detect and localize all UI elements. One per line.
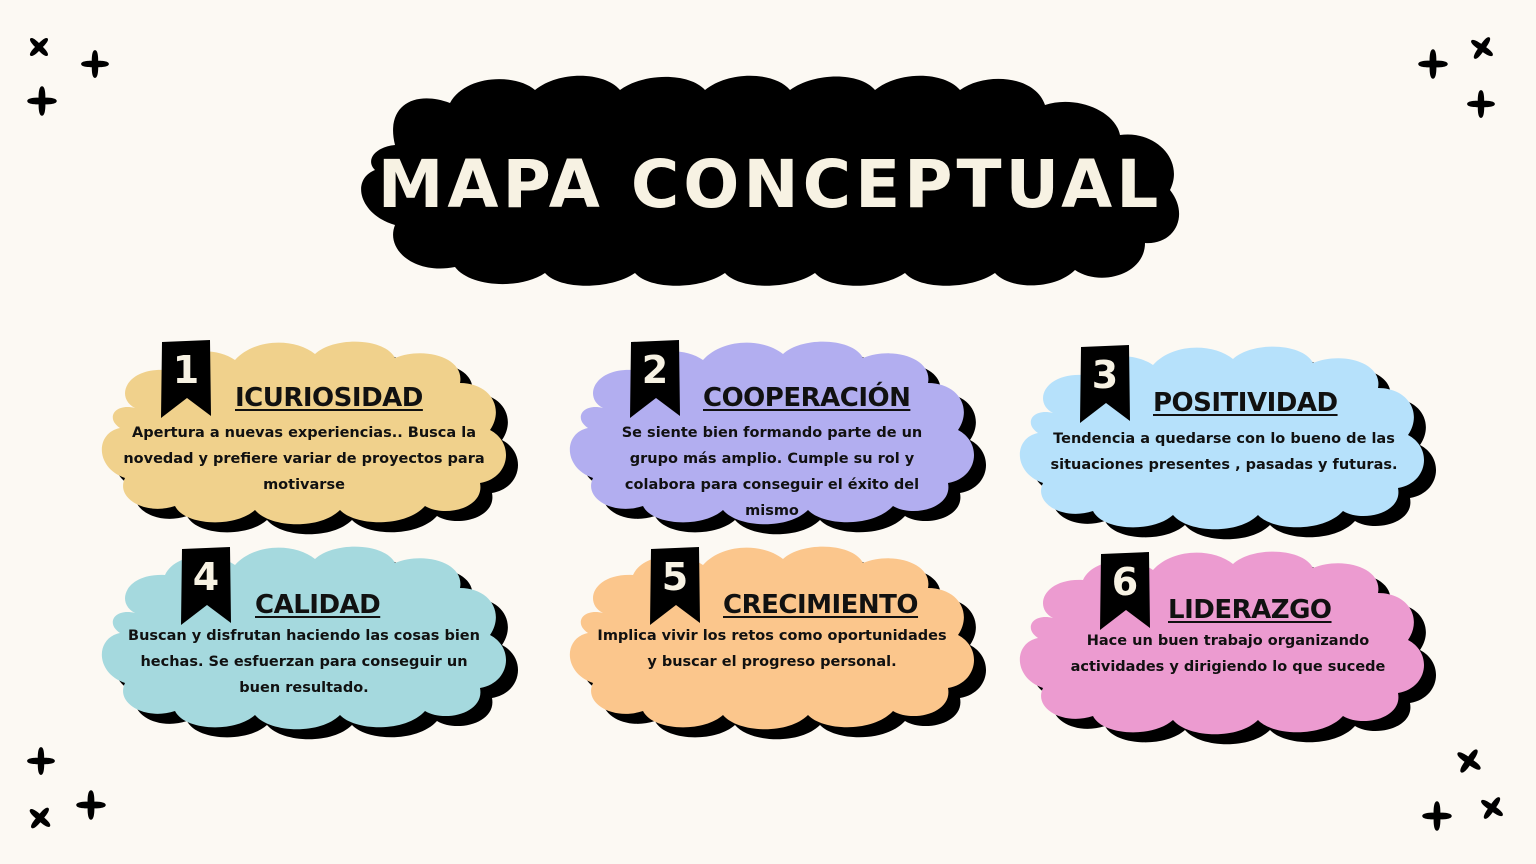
number-badge: 2	[628, 340, 682, 418]
concept-title: POSITIVIDAD	[1153, 388, 1338, 418]
sparkle-icon	[19, 27, 59, 67]
concept-title: CRECIMIENTO	[723, 590, 919, 620]
concept-card-1: 1 ICURIOSIDAD Apertura a nuevas experien…	[95, 338, 525, 535]
concept-title: ICURIOSIDAD	[235, 383, 423, 413]
concept-title: CALIDAD	[255, 590, 381, 620]
badge-number: 5	[661, 555, 689, 599]
number-badge: 5	[648, 547, 702, 625]
number-badge: 6	[1098, 552, 1152, 630]
title-banner: MAPA CONCEPTUAL	[355, 75, 1185, 290]
number-badge: 1	[159, 340, 213, 418]
sparkle-icon	[1420, 798, 1454, 834]
badge-number: 1	[172, 348, 200, 392]
concept-description: Se siente bien formando parte de un grup…	[621, 425, 923, 519]
sparkle-icon	[19, 797, 61, 839]
page-title: MAPA CONCEPTUAL	[377, 146, 1163, 223]
concept-description: Apertura a nuevas experiencias.. Busca l…	[123, 425, 485, 493]
concept-card-2: 2 COOPERACIÓN Se siente bien formando pa…	[563, 338, 993, 535]
sparkle-icon	[1447, 739, 1492, 784]
sparkle-icon	[1471, 787, 1513, 829]
title-cloud-shape	[361, 75, 1180, 286]
sparkle-icon	[24, 84, 60, 118]
concept-card-3: 3 POSITIVIDAD Tendencia a quedarse con l…	[1013, 343, 1443, 540]
concept-description: Tendencia a quedarse con lo bueno de las…	[1050, 431, 1398, 473]
concept-card-6: 6 LIDERAZGO Hace un buen trabajo organiz…	[1013, 548, 1443, 745]
concept-card-5: 5 CRECIMIENTO Implica vivir los retos co…	[563, 543, 993, 740]
concept-title: COOPERACIÓN	[703, 383, 911, 413]
number-badge: 3	[1078, 345, 1132, 423]
concept-description: Hace un buen trabajo organizando activid…	[1070, 633, 1386, 675]
sparkle-icon	[1416, 46, 1450, 82]
sparkle-icon	[23, 745, 59, 777]
concept-title: LIDERAZGO	[1168, 595, 1332, 625]
concept-description: Buscan y disfrutan haciendo las cosas bi…	[128, 628, 480, 696]
sparkle-icon	[79, 46, 111, 82]
sparkle-icon	[1461, 27, 1503, 69]
badge-number: 3	[1091, 353, 1119, 397]
concept-card-4: 4 CALIDAD Buscan y disfrutan haciendo la…	[95, 543, 525, 740]
badge-number: 4	[192, 555, 220, 599]
sparkle-icon	[1463, 88, 1499, 120]
badge-number: 6	[1111, 560, 1139, 604]
concept-description: Implica vivir los retos como oportunidad…	[597, 628, 947, 670]
number-badge: 4	[179, 547, 233, 625]
sparkle-icon	[74, 787, 108, 823]
badge-number: 2	[641, 348, 669, 392]
